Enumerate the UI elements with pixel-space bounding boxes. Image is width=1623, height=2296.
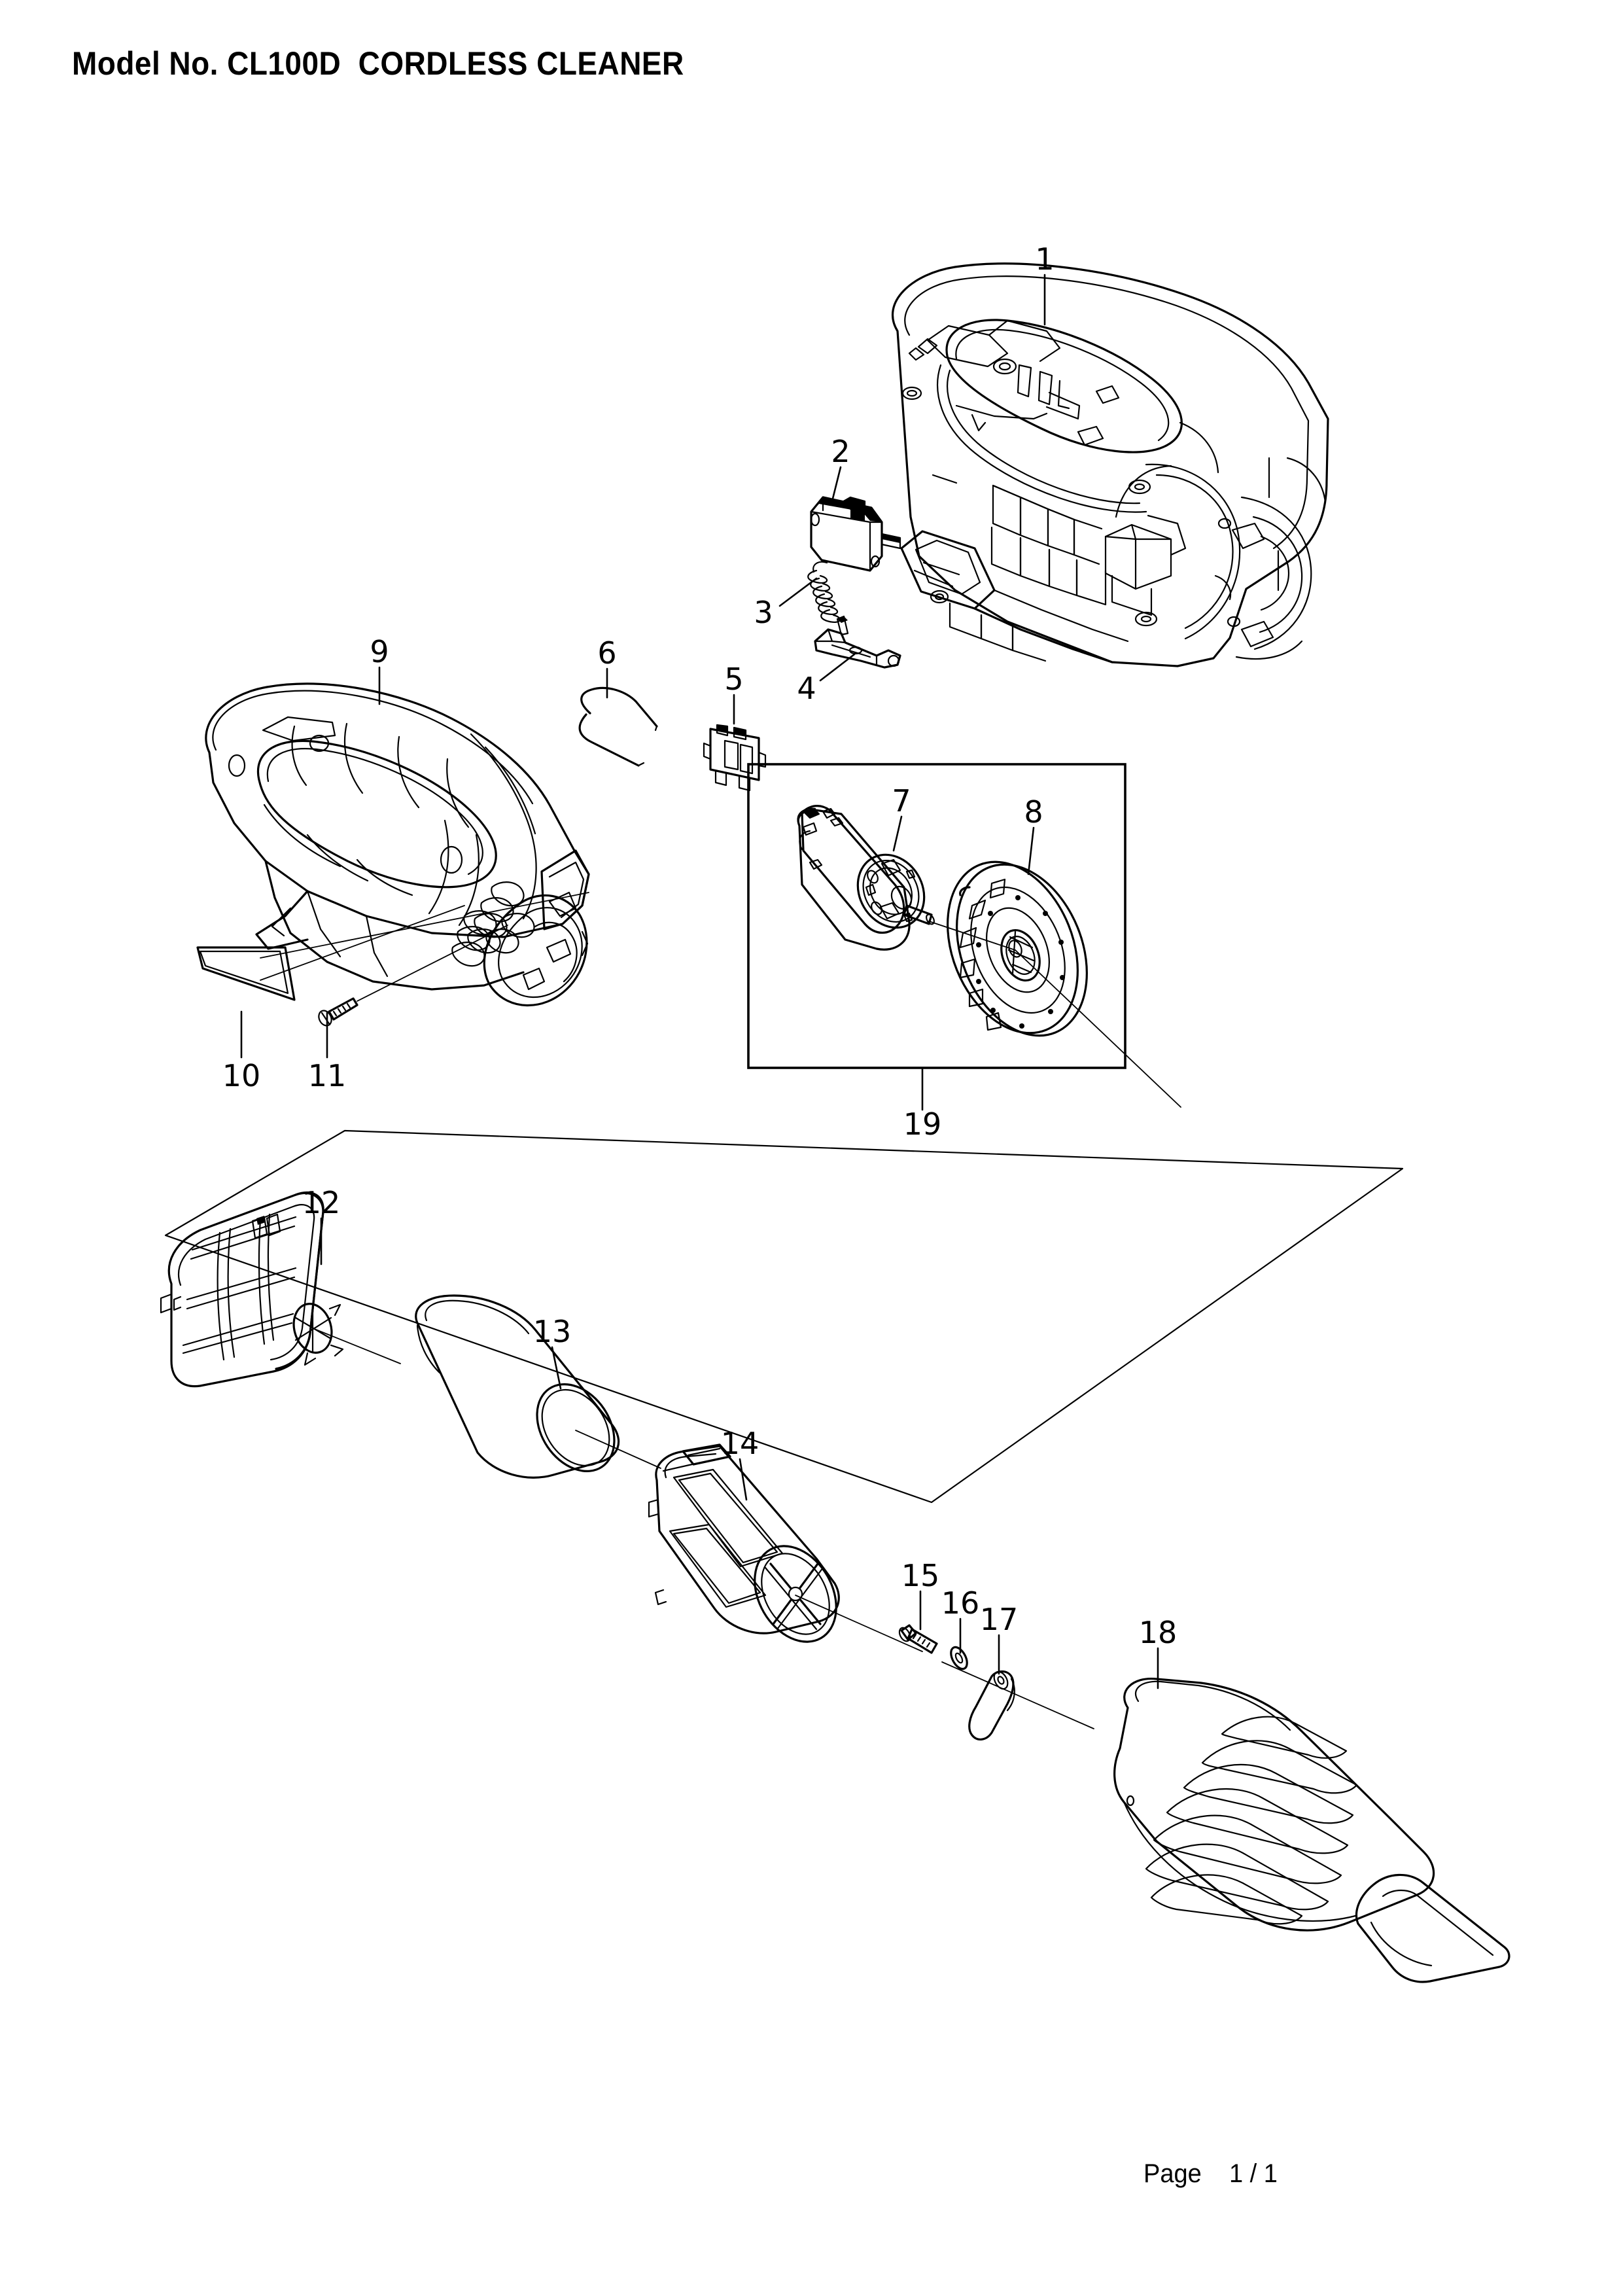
leader-13	[551, 1346, 562, 1390]
callout-label-18: 18	[1139, 1615, 1178, 1650]
leader-14	[739, 1458, 748, 1501]
callout-label-9: 9	[370, 634, 389, 669]
part-13-cloth-filter-cone[interactable]: 13	[415, 1294, 631, 1486]
page-title: Model No. CL100D CORDLESS CLEANER	[72, 45, 684, 82]
callout-label-7: 7	[892, 783, 911, 819]
part-2-switch-block[interactable]: 2	[810, 434, 901, 572]
assembly-axis-extend	[1015, 949, 1181, 1108]
assembly-guide-cage-cone	[312, 1328, 401, 1364]
part-6-wire-hook[interactable]: 6	[578, 635, 658, 767]
callout-label-16: 16	[941, 1585, 980, 1621]
leader-4	[819, 653, 856, 682]
group-box-motor-fan-assembly[interactable]	[747, 763, 1126, 1069]
assembly-guide-long	[260, 892, 589, 959]
part-11-tapping-screw[interactable]: 11	[308, 925, 508, 1093]
part-12-filter-frame-cage[interactable]: 12	[160, 1185, 344, 1388]
part-5-terminal-contact[interactable]: 5	[703, 662, 767, 792]
assembly-guide-nameplate	[260, 905, 465, 981]
callout-label-12: 12	[302, 1185, 341, 1220]
part-15-pan-head-screw[interactable]: 15	[898, 1558, 940, 1654]
callout-label-1: 1	[1035, 241, 1054, 277]
assembly-axis-dustcase	[795, 1595, 923, 1652]
part-8-fan-impeller[interactable]: 8	[924, 794, 1111, 1055]
leader-2	[831, 466, 842, 503]
callout-group-19[interactable]: 19	[903, 1068, 942, 1142]
callout-label-3: 3	[754, 595, 773, 630]
assembly-axis-dustcase-2	[941, 1661, 1094, 1729]
part-1-housing-half-shell[interactable]: 1	[892, 241, 1329, 667]
dust-case-assembly-outline	[164, 1129, 1404, 1504]
part-4-trigger-lever[interactable]: 4	[797, 615, 901, 706]
callout-label-2: 2	[831, 434, 850, 469]
part-17-retaining-plate[interactable]: 17	[968, 1602, 1019, 1740]
part-7-dc-motor[interactable]: 7	[797, 783, 937, 951]
callout-label-8: 8	[1024, 794, 1043, 830]
callout-label-4: 4	[797, 671, 816, 706]
part-9-upper-housing-handle[interactable]: 9	[205, 634, 590, 1007]
callout-label-15: 15	[901, 1558, 940, 1593]
assembly-box-19	[747, 763, 1126, 1069]
assembly-guide-cone-holder	[575, 1430, 661, 1469]
leader-7	[892, 815, 903, 852]
callout-label-10: 10	[222, 1058, 261, 1093]
callout-label-14: 14	[721, 1426, 759, 1461]
callout-label-19: 19	[903, 1106, 942, 1142]
part-18-dust-case-nozzle[interactable]: 18	[1113, 1615, 1510, 1983]
part-3-compression-spring[interactable]: 3	[754, 561, 841, 630]
part-14-filter-holder-cylinder[interactable]: 14	[648, 1426, 852, 1657]
leader-3	[778, 577, 818, 607]
part-16-flat-washer[interactable]: 16	[941, 1585, 980, 1672]
leader-8	[1027, 826, 1035, 875]
page-footer: Page 1 / 1	[1143, 2159, 1278, 2188]
part-10-nameplate-label[interactable]: 10	[196, 946, 296, 1093]
callout-label-11: 11	[308, 1058, 347, 1093]
callout-label-13: 13	[533, 1314, 572, 1349]
callout-label-17: 17	[980, 1602, 1019, 1637]
callout-label-5: 5	[724, 662, 743, 697]
callout-label-6: 6	[597, 635, 616, 671]
assembly-axis-motor-fan	[928, 921, 1016, 951]
